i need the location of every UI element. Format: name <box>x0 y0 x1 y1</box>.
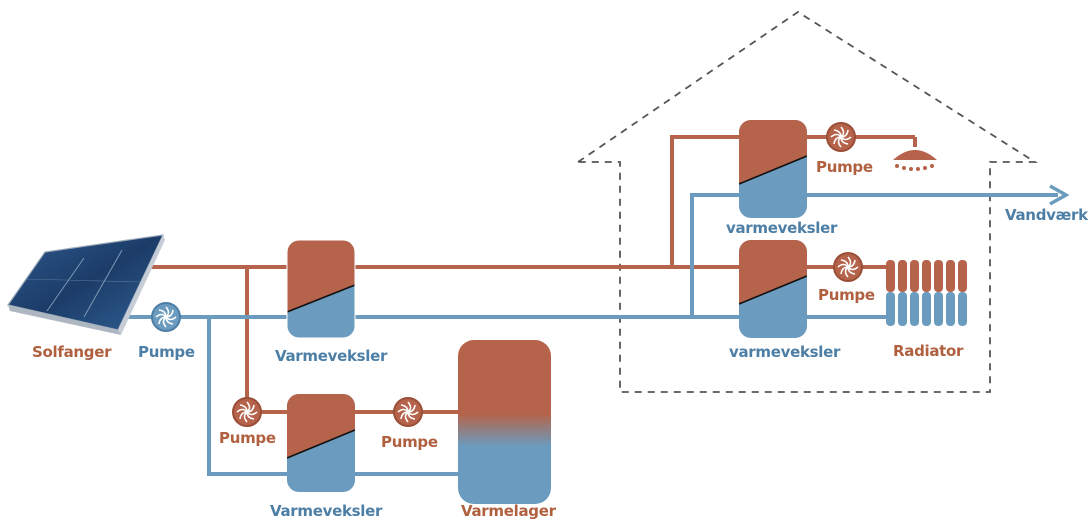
pump-icon <box>232 397 262 427</box>
label-pumpe-store-right: Pumpe <box>381 433 438 451</box>
cold-pipes <box>115 184 1070 476</box>
label-pumpe-shower: Pumpe <box>816 158 873 176</box>
label-varmeveksler-heating: varmeveksler <box>729 343 841 361</box>
label-pumpe-store-left: Pumpe <box>219 429 276 447</box>
heat-exchanger-storage <box>287 394 355 492</box>
label-varmeveksler-store: Varmeveksler <box>270 502 383 520</box>
label-varmeveksler-water: varmeveksler <box>726 219 838 237</box>
label-radiator: Radiator <box>893 342 964 360</box>
heat-exchanger-water <box>739 120 807 218</box>
storage-tank <box>458 340 551 504</box>
label-pumpe-main: Pumpe <box>138 343 195 361</box>
label-vandvaerk: Vandværk <box>1005 206 1089 224</box>
pump-icon <box>393 397 423 427</box>
shower-head-icon <box>893 150 937 171</box>
heat-exchanger-main <box>286 239 356 339</box>
pump-icon <box>151 302 181 332</box>
label-solfanger: Solfanger <box>32 343 112 361</box>
house-outline <box>577 10 1039 393</box>
pump-icon <box>826 122 856 152</box>
label-varmelager: Varmelager <box>461 502 557 520</box>
solar-panel <box>6 234 165 335</box>
radiator-icon <box>886 260 967 326</box>
pump-icon <box>833 252 863 282</box>
heat-exchanger-heating <box>739 240 807 338</box>
label-varmeveksler-main: Varmeveksler <box>275 347 388 365</box>
label-pumpe-radiator: Pumpe <box>818 286 875 304</box>
